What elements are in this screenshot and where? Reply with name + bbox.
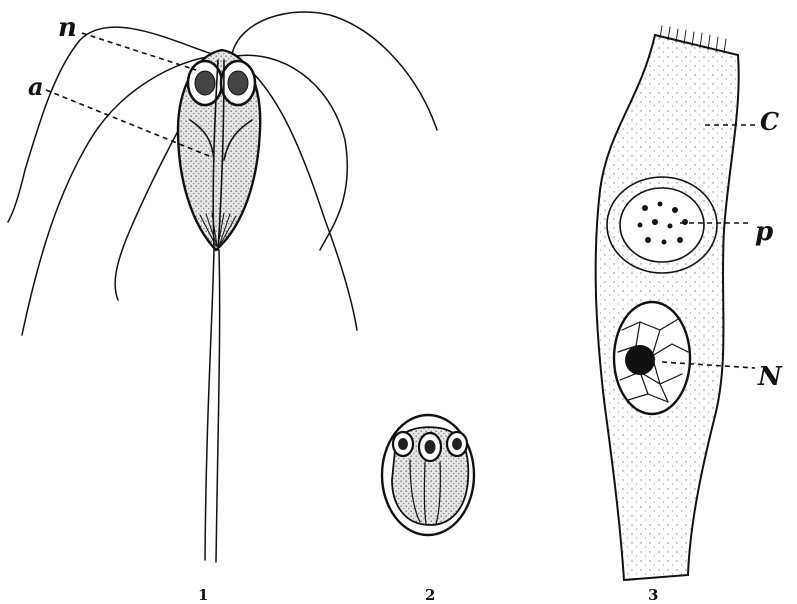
label-p: p bbox=[755, 217, 773, 247]
figure-number-3: 3 bbox=[648, 586, 658, 604]
label-a: a bbox=[28, 72, 44, 101]
figure-1-trophozoite: n a 1 bbox=[8, 12, 437, 604]
figure-3-host-cell: C p N 3 bbox=[596, 26, 783, 604]
label-N: N bbox=[757, 362, 783, 392]
label-c: C bbox=[760, 107, 779, 136]
figure-2-cyst: 2 bbox=[382, 415, 474, 604]
leader-n bbox=[82, 33, 196, 70]
label-n: n bbox=[58, 13, 77, 43]
figure-number-2: 2 bbox=[425, 586, 435, 604]
parasite-inclusion bbox=[620, 188, 704, 262]
nucleolus bbox=[625, 345, 655, 375]
cyst-nuclei bbox=[393, 432, 467, 461]
figure-number-1: 1 bbox=[198, 586, 208, 604]
